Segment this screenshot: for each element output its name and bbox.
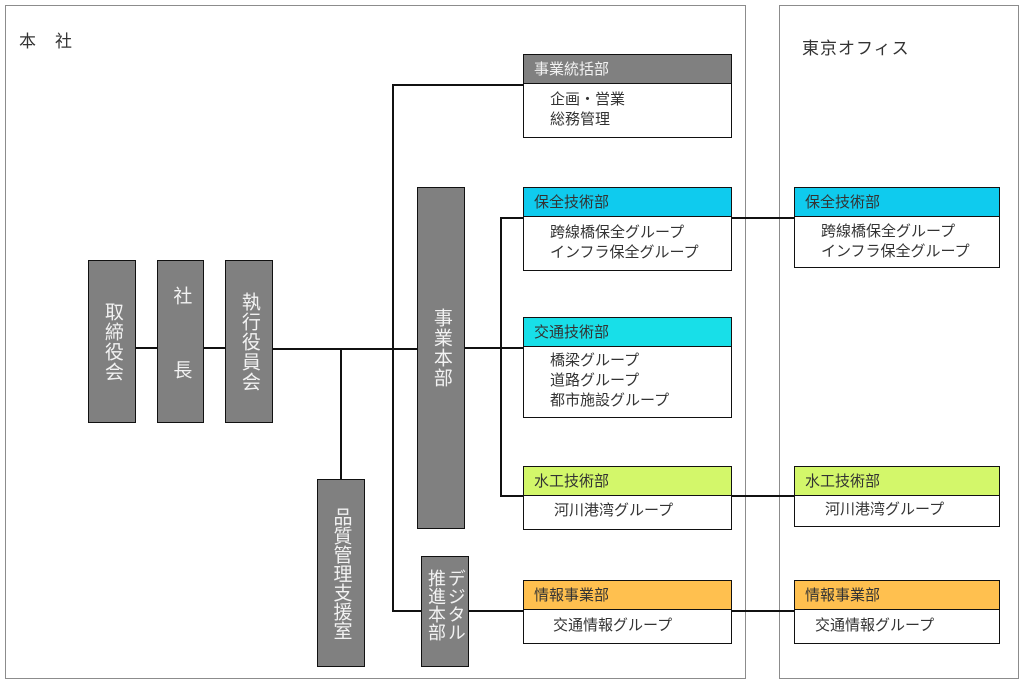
connector-main-trunk — [392, 84, 394, 610]
connector-quality-drop — [340, 348, 342, 480]
dept-groups: 河川港湾グループ — [524, 496, 731, 520]
group-item: インフラ保全グループ — [821, 242, 970, 260]
connector-digital-info — [467, 610, 524, 612]
tokyo-office-frame — [779, 5, 1019, 679]
connector-branch-trunk — [500, 217, 502, 496]
connector-to-preservation — [500, 217, 524, 219]
executive-committee-box: 執行役員会 — [225, 260, 273, 423]
head-office-label: 本 社 — [19, 32, 73, 52]
business-hq-box: 事業本部 — [417, 187, 465, 529]
board-of-directors-label: 取締役会 — [101, 301, 124, 382]
connector-tokyo-preservation — [730, 217, 795, 219]
dept-header: 保全技術部 — [795, 188, 999, 217]
group-item: 交通情報グループ — [815, 616, 935, 634]
dept-header: 保全技術部 — [524, 188, 731, 217]
tokyo-dept-info: 情報事業部 交通情報グループ — [794, 580, 1000, 644]
president-box: 社 長 — [157, 260, 204, 423]
dept-header: 交通技術部 — [524, 318, 731, 347]
group-item: 交通情報グループ — [553, 616, 673, 634]
dept-groups: 橋梁グループ 道路グループ 都市施設グループ — [524, 347, 731, 410]
digital-hq-label: デジタル推進本部 — [425, 568, 466, 641]
group-item: 都市施設グループ — [550, 391, 670, 409]
group-item: 河川港湾グループ — [554, 501, 674, 519]
tokyo-dept-water: 水工技術部 河川港湾グループ — [794, 466, 1000, 527]
dept-header: 水工技術部 — [795, 467, 999, 496]
group-item: 企画・営業 — [550, 90, 626, 108]
dept-jigyo-tokatsu: 事業統括部 企画・営業 総務管理 — [523, 54, 732, 138]
connector-tokyo-water — [730, 495, 795, 497]
executive-committee-label: 執行役員会 — [238, 291, 261, 392]
head-office-frame — [5, 5, 746, 679]
connector-to-digital — [392, 610, 422, 612]
connector-board-president — [135, 347, 158, 349]
connector-president-exec — [203, 347, 226, 349]
dept-info: 情報事業部 交通情報グループ — [523, 580, 732, 644]
group-item: 道路グループ — [550, 371, 640, 389]
connector-exec-business — [272, 348, 418, 350]
dept-groups: 企画・営業 総務管理 — [524, 84, 731, 129]
group-item: 橋梁グループ — [550, 351, 640, 369]
dept-header: 情報事業部 — [524, 581, 731, 610]
group-item: インフラ保全グループ — [550, 243, 699, 261]
dept-groups: 跨線橋保全グループ インフラ保全グループ — [795, 217, 999, 261]
group-item: 跨線橋保全グループ — [550, 223, 685, 241]
dept-groups: 跨線橋保全グループ インフラ保全グループ — [524, 217, 731, 262]
quality-office-label: 品質管理支援室 — [330, 506, 353, 640]
connector-to-jigyo-tokatsu — [392, 84, 524, 86]
dept-groups: 交通情報グループ — [524, 610, 731, 635]
digital-hq-box: デジタル推進本部 — [421, 556, 469, 667]
dept-traffic: 交通技術部 橋梁グループ 道路グループ 都市施設グループ — [523, 317, 732, 418]
dept-groups: 交通情報グループ — [795, 610, 999, 635]
group-item: 総務管理 — [550, 110, 611, 128]
connector-business-branch — [464, 347, 524, 349]
connector-tokyo-info — [730, 610, 795, 612]
board-of-directors-box: 取締役会 — [88, 260, 136, 423]
quality-office-box: 品質管理支援室 — [317, 479, 365, 667]
business-hq-label: 事業本部 — [430, 308, 453, 388]
dept-preservation: 保全技術部 跨線橋保全グループ インフラ保全グループ — [523, 187, 732, 271]
tokyo-office-label: 東京オフィス — [802, 39, 910, 59]
dept-header: 情報事業部 — [795, 581, 999, 610]
dept-groups: 河川港湾グループ — [795, 496, 999, 519]
dept-header: 水工技術部 — [524, 467, 731, 496]
tokyo-dept-preservation: 保全技術部 跨線橋保全グループ インフラ保全グループ — [794, 187, 1000, 268]
group-item: 跨線橋保全グループ — [821, 222, 956, 240]
dept-water: 水工技術部 河川港湾グループ — [523, 466, 732, 530]
dept-header: 事業統括部 — [524, 55, 731, 84]
president-label: 社 長 — [170, 286, 193, 397]
group-item: 河川港湾グループ — [825, 500, 945, 518]
connector-to-water — [500, 495, 524, 497]
